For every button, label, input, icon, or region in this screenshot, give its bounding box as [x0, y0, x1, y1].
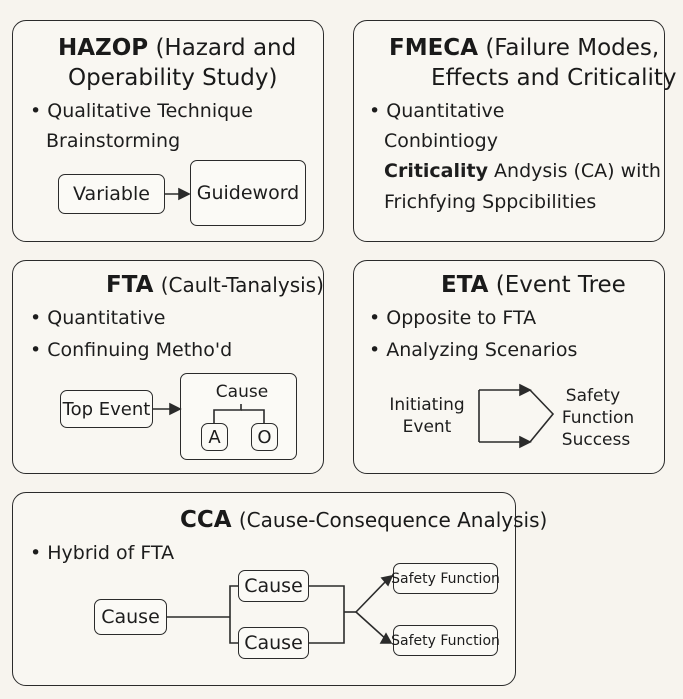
- hazop-title-rest: (Hazard and: [155, 35, 297, 61]
- cca-bullet-1: • Hybrid of FTA: [30, 542, 175, 564]
- fta-cause-label: Cause: [215, 382, 269, 402]
- fta-gate-a: A: [201, 423, 228, 451]
- fmeca-line-3-rest: Andysis (CA) with: [494, 160, 661, 182]
- fmeca-line-4: Frichfying Sppcibilities: [384, 191, 597, 213]
- cca-title-bold: CCA: [180, 507, 232, 533]
- fmeca-line-2: Conbintiogy: [384, 130, 498, 152]
- cca-cause-bottom: Cause: [238, 627, 309, 659]
- eta-safety-line2: Function: [561, 408, 635, 428]
- cca-title-rest: (Cause-Consequence Analysis): [238, 508, 548, 532]
- hazop-title-bold: HAZOP: [58, 35, 149, 61]
- hazop-title-line1: HAZOP (Hazard and: [58, 33, 296, 63]
- cca-safety-function-bottom: Safety Function: [391, 625, 500, 656]
- fmeca-title-rest: (Failure Modes,: [485, 35, 660, 61]
- hazop-bullet-1-cont: Brainstorming: [46, 130, 181, 152]
- fta-bullet-1: • Quantitative: [30, 307, 166, 329]
- fta-title-bold: FTA: [106, 272, 154, 298]
- cca-safety-function-top: Safety Function: [391, 563, 500, 594]
- eta-title-bold: ETA: [441, 272, 489, 298]
- fta-gate-box: [180, 373, 297, 460]
- eta-initiating-line2: Event: [402, 417, 452, 437]
- cca-title: CCA (Cause-Consequence Analysis): [180, 505, 547, 535]
- hazop-variable-box: Variable: [58, 174, 165, 214]
- fmeca-title-line1: FMECA (Failure Modes,: [389, 33, 659, 63]
- eta-title-rest: (Event Tree: [495, 272, 626, 298]
- eta-bullet-2: • Analyzing Scenarios: [369, 339, 578, 361]
- cca-cause-top: Cause: [238, 570, 309, 602]
- hazop-title-line2: Operability Study): [68, 65, 278, 91]
- cca-cause-main: Cause: [94, 599, 167, 635]
- fmeca-line-3: Criticality Andysis (CA) with: [384, 158, 661, 184]
- fmeca-line-3-bold: Criticality: [384, 160, 488, 182]
- fmeca-bullet-1: • Quantitative: [369, 100, 505, 122]
- hazop-bullet-1: • Qualitative Technique: [30, 100, 253, 122]
- fmeca-card: [353, 20, 665, 242]
- hazop-guideword-box: Guideword: [190, 160, 306, 226]
- fmeca-title-bold: FMECA: [389, 35, 478, 61]
- eta-initiating-line1: Initiating: [389, 395, 465, 415]
- eta-card: [353, 260, 665, 474]
- eta-bullet-1: • Opposite to FTA: [369, 307, 537, 329]
- fta-title: FTA (Cault-Tanalysis): [106, 270, 324, 300]
- eta-safety-line3: Success: [561, 430, 631, 450]
- fmeca-title-line2: Effects and Criticality: [431, 65, 677, 91]
- fta-gate-o: O: [251, 423, 278, 451]
- fta-bullet-2: • Confinuing Metho'd: [30, 339, 233, 361]
- fta-title-rest: (Cault-Tanalysis): [160, 273, 324, 297]
- fta-top-event-box: Top Event: [60, 390, 153, 428]
- eta-safety-line1: Safety: [565, 386, 621, 406]
- eta-title: ETA (Event Tree: [441, 270, 626, 300]
